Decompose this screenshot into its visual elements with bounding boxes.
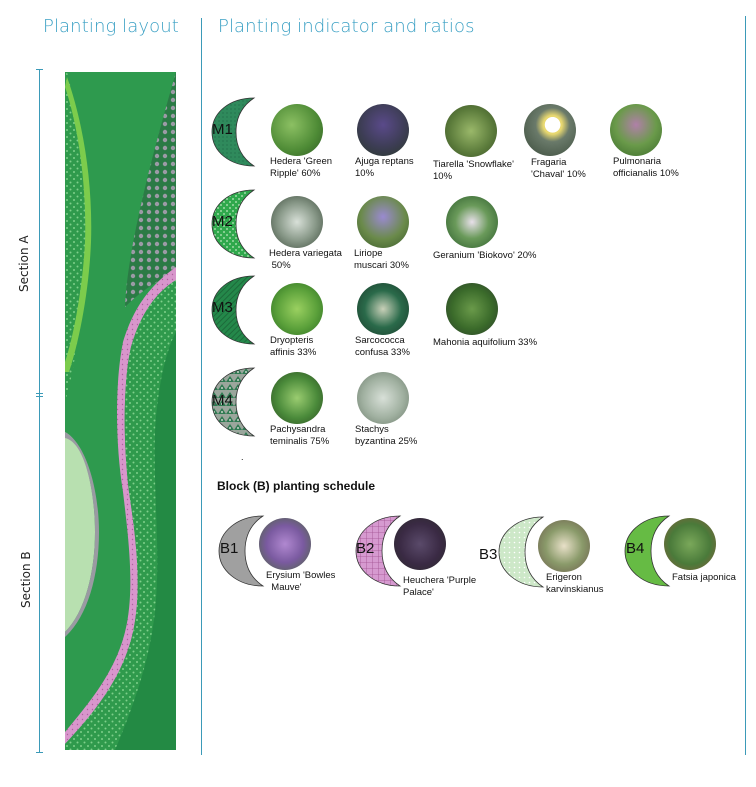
section-b-label: Section B — [19, 551, 33, 608]
plant-photo — [271, 196, 323, 248]
plant-photo — [357, 283, 409, 335]
b3-crescent-icon — [498, 516, 545, 588]
dimension-tick-bottom — [36, 752, 43, 753]
planting-bed-plan — [65, 72, 176, 750]
b1-crescent-icon — [218, 515, 265, 587]
plant-fatsia-japonica — [664, 518, 716, 570]
section-dimension-line — [39, 69, 40, 752]
plant-photo — [664, 518, 716, 570]
planting-layout-heading: Planting layout — [43, 16, 179, 37]
plant-dryopteris-affinis — [271, 283, 323, 335]
plant-erigeron-karvinskianus — [538, 520, 590, 572]
m2-crescent-icon — [211, 189, 256, 259]
dimension-tick-mid — [36, 393, 43, 394]
plant-photo — [446, 283, 498, 335]
plant-heuchera-purple-palace — [394, 518, 446, 570]
m4-crescent-icon — [211, 367, 256, 437]
plant-photo — [524, 104, 576, 156]
m2-label: M2 — [212, 213, 233, 230]
plant-caption: Hedera variegata 50% — [269, 248, 342, 271]
plant-pulmonaria-officianalis — [610, 104, 662, 156]
dimension-tick-mid-2 — [36, 396, 43, 397]
plant-photo — [259, 518, 311, 570]
b4-crescent-icon — [624, 515, 671, 587]
plant-caption: Tiarella 'Snowflake'10% — [433, 159, 514, 182]
plant-hedera-green-ripple — [271, 104, 323, 156]
b3-label: B3 — [479, 546, 498, 563]
plant-caption: Fragaria'Chaval' 10% — [531, 157, 586, 180]
plant-caption: Geranium 'Biokovo' 20% — [433, 250, 537, 261]
m1-crescent-icon — [211, 97, 256, 167]
schedule-title: Block (B) planting schedule — [217, 479, 376, 493]
plant-photo — [446, 196, 498, 248]
plant-photo — [357, 372, 409, 424]
m4-label: M4 — [212, 392, 233, 409]
section-a-label: Section A — [17, 235, 31, 292]
m3-crescent-icon — [211, 275, 256, 345]
plant-photo — [271, 372, 323, 424]
plant-photo — [610, 104, 662, 156]
plant-caption: Fatsia japonica — [672, 572, 736, 583]
plant-caption: Mahonia aquifolium 33% — [433, 337, 538, 348]
plant-photo — [538, 520, 590, 572]
b2-label: B2 — [356, 540, 375, 557]
plant-liriope-muscari — [357, 196, 409, 248]
b4-label: B4 — [626, 540, 645, 557]
plant-ajuga-reptans — [357, 104, 409, 156]
m1-label: M1 — [212, 121, 233, 138]
planting-indicator-heading: Planting indicator and ratios — [218, 16, 475, 37]
b2-crescent-icon — [355, 515, 402, 587]
m3-label: M3 — [212, 299, 233, 316]
stray-mark: . — [241, 452, 244, 462]
plant-tiarella-snowflake — [445, 105, 497, 157]
plant-stachys-byzantina — [357, 372, 409, 424]
plant-caption: Erysium 'Bowles Mauve' — [266, 570, 336, 593]
plant-photo — [394, 518, 446, 570]
plant-hedera-variegata — [271, 196, 323, 248]
plant-erysium-bowles-mauve — [259, 518, 311, 570]
dimension-tick-top — [36, 69, 43, 70]
plant-sarcococca-confusa — [357, 283, 409, 335]
plant-pachysandra-teminalis — [271, 372, 323, 424]
plant-photo — [271, 104, 323, 156]
plant-photo — [357, 104, 409, 156]
column-divider — [201, 18, 202, 755]
plant-geranium-biokovo — [446, 196, 498, 248]
plant-photo — [445, 105, 497, 157]
plant-fragaria-chaval — [524, 104, 576, 156]
plant-photo — [271, 283, 323, 335]
right-border-line — [745, 16, 746, 755]
b1-label: B1 — [220, 540, 239, 557]
plant-mahonia-aquifolium — [446, 283, 498, 335]
plant-photo — [357, 196, 409, 248]
